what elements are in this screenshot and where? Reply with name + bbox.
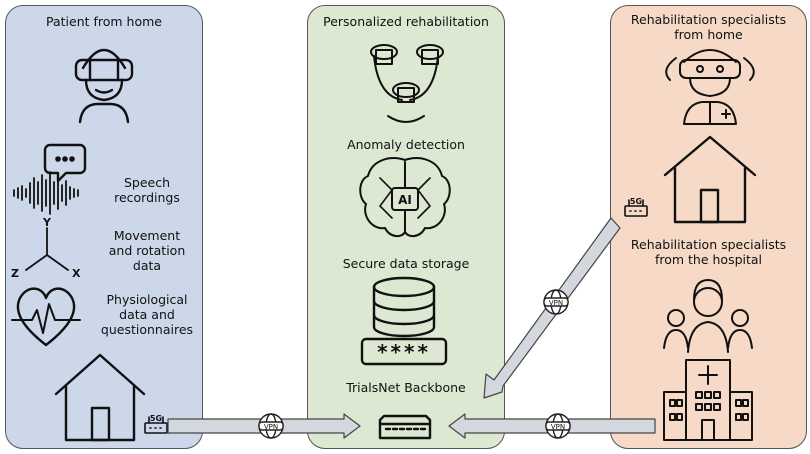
network-5g-label-left: 5G (150, 414, 162, 423)
ai-brain-icon (359, 157, 451, 238)
hospital-staff-icon (663, 279, 753, 353)
vr-headsets-group-icon (370, 44, 444, 123)
anomaly-detection-label: Anomaly detection (347, 137, 465, 152)
axis-z-label: Z (11, 267, 19, 280)
axis-x-label: X (72, 267, 81, 280)
xyz-axes-icon (25, 227, 69, 271)
heart-pulse-icon (11, 287, 81, 347)
physio-label: Physiological data and questionnaires (100, 292, 194, 337)
password-mask: **** (377, 340, 431, 364)
movement-label: Movement and rotation data (108, 228, 186, 273)
backbone-switch-icon (378, 414, 432, 440)
vpn-globe-diagonal (543, 289, 569, 315)
specialists-hospital-title: Rehabilitation specialists from the hosp… (630, 237, 787, 267)
backbone-label: TrialsNet Backbone (346, 380, 466, 395)
specialists-home-icon (663, 135, 757, 224)
patient-panel-title: Patient from home (46, 14, 162, 29)
sound-waveform-icon (13, 171, 79, 215)
speech-label: Speech recordings (114, 175, 180, 205)
hospital-building-icon (663, 359, 753, 441)
patient-home-icon (54, 353, 146, 442)
router-5g-icon-left (144, 416, 168, 434)
rehabilitation-panel-title: Personalized rehabilitation (323, 14, 489, 29)
vpn-label-right: VPN (551, 423, 565, 431)
router-5g-icon-right (624, 199, 648, 217)
secure-database-icon (360, 276, 448, 366)
vpn-globe-left (258, 413, 284, 439)
specialists-home-title: Rehabilitation specialists from home (630, 12, 787, 42)
network-5g-label-right: 5G (630, 197, 642, 206)
speech-bubble-icon (43, 143, 87, 183)
secure-storage-label: Secure data storage (342, 256, 470, 271)
vpn-globe-icons (258, 289, 571, 439)
vpn-label-left: VPN (264, 423, 278, 431)
vpn-globe-right (545, 413, 571, 439)
axis-y-label: Y (42, 216, 52, 229)
vr-headset-user-icon (74, 49, 134, 124)
vpn-label-diagonal: VPN (549, 299, 563, 307)
ai-chip-label: AI (398, 193, 412, 207)
vr-doctor-icon (665, 49, 755, 125)
